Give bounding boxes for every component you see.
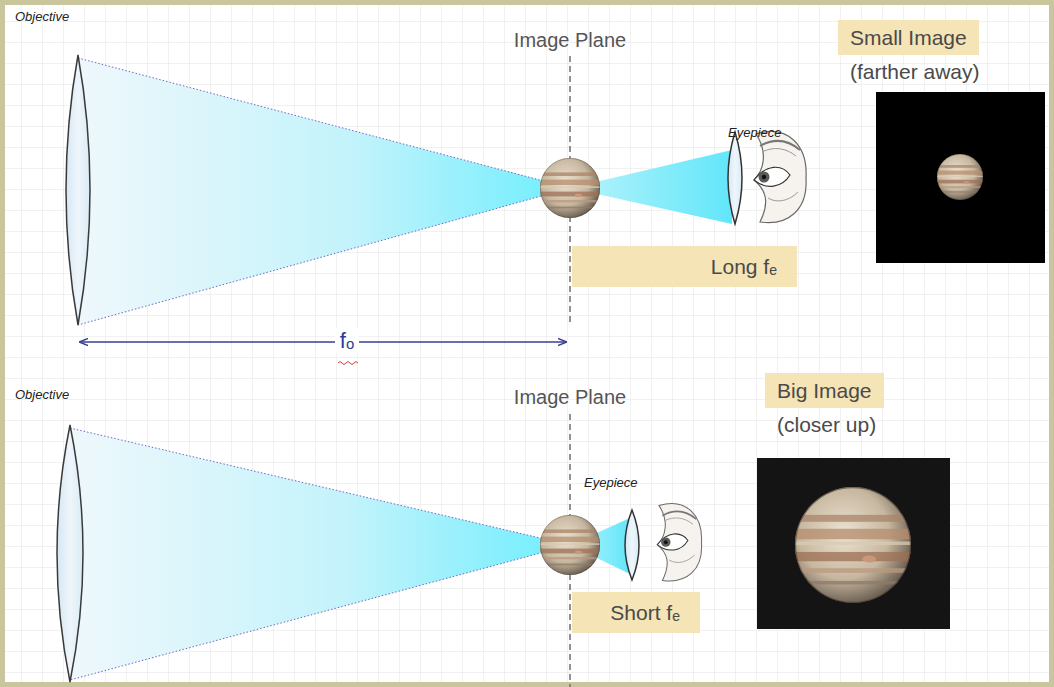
- caption-box: Small Image(farther away): [838, 20, 990, 84]
- caption-heading: Big Image: [765, 373, 884, 408]
- caption-note: (farther away): [838, 55, 990, 84]
- focal-length-label: fₒ: [335, 328, 359, 353]
- part-label: Objective: [15, 388, 69, 403]
- plane-label: Image Plane: [514, 386, 626, 409]
- plane-label: Image Plane: [514, 29, 626, 52]
- caption-box: Long fₑ: [572, 246, 797, 287]
- part-label: Objective: [15, 10, 69, 25]
- caption-heading: Long fₑ: [586, 254, 777, 279]
- part-label: Eyepiece: [584, 476, 637, 491]
- part-label: Eyepiece: [728, 126, 781, 141]
- caption-heading: Short fₑ: [586, 600, 680, 625]
- caption-box: Short fₑ: [572, 592, 700, 633]
- caption-heading: Small Image: [838, 20, 979, 55]
- caption-note: (closer up): [765, 408, 886, 437]
- caption-box: Big Image(closer up): [765, 373, 886, 437]
